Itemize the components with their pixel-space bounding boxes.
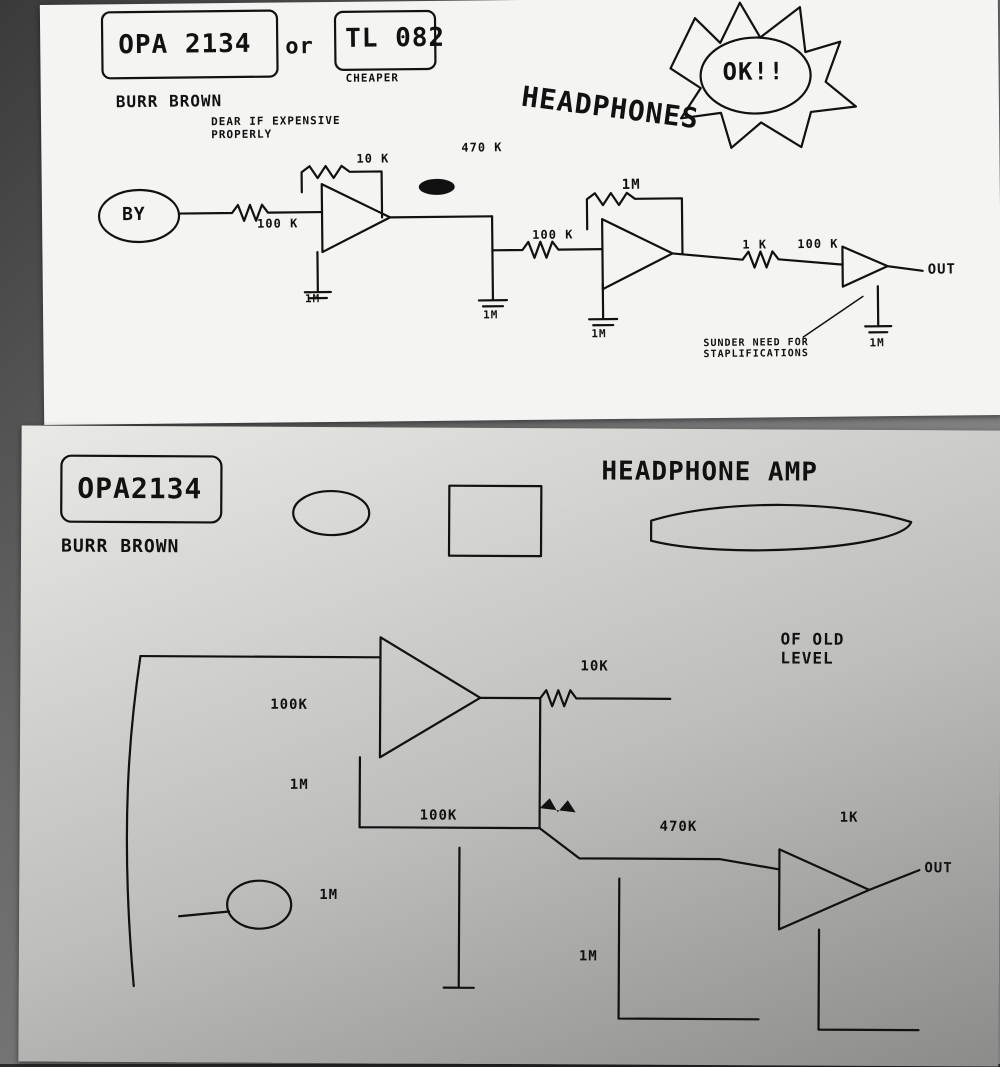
label-r3: 1M [289,776,309,793]
label-r2: 10 K [356,151,390,166]
label-burr: BURR BROWN [60,535,180,558]
opamp-1 [320,182,392,254]
feedback-resistor-2 [585,191,684,255]
label-note: SUNDER NEED FOR STAPLIFICATIONS [703,336,809,361]
tl-box [333,9,437,71]
opamp-1-out [388,215,494,219]
label-out: OUT [927,261,957,278]
top-paper-sheet: OPA 2134 or TL 082 CHEAPER BURR BROWN DE… [39,0,1000,426]
output-wire [868,869,921,891]
ok-starburst [669,1,858,149]
label-ok: OK!! [722,57,785,86]
lower-wire [617,877,760,1021]
label-cheaper: CHEAPER [345,71,400,85]
output-resistor [671,250,844,269]
label-r8: 1M [578,948,598,965]
label-r1: 100 K [257,216,299,231]
left-wire [125,654,142,988]
feedback-loop [358,697,542,830]
label-r5: 100K [419,807,458,824]
output-buffer [841,245,889,288]
capacitor-scribble [418,178,455,195]
top-schematic-drawing [97,1,924,338]
opa-box [60,454,223,524]
opamp-output [777,848,871,931]
label-r7: 1K [839,809,859,826]
opa-box [100,9,279,80]
top-wire [139,654,382,659]
input-resistor [177,203,324,223]
label-tl: TL 082 [345,22,446,54]
input-source-circle [97,188,181,244]
label-r2: 10K [580,658,609,675]
resistor-2 [490,215,604,259]
label-r4: 1M [621,176,641,193]
feedback-resistor-1 [300,164,384,219]
ground-2 [477,249,509,308]
label-r3: 100 K [532,227,574,242]
ok-oval [699,36,812,115]
label-r4: 1M [319,887,339,904]
bottom-wire [538,827,781,871]
source-wire [178,910,231,918]
output-resistor [479,689,672,708]
lower-wire-2 [817,928,920,1032]
label-dear: DEAR IF EXPENSIVE PROPERLY [210,113,341,142]
ground-main [442,846,475,989]
label-r9: 1M [483,308,499,322]
ground-1 [303,251,332,300]
label-r6: 100 K [797,236,839,252]
title-underline-box [649,503,913,552]
label-title: HEADPHONE AMP [601,456,819,488]
label-rating: OF OLD LEVEL [780,629,845,668]
label-r6: 470K [659,818,698,835]
label-burr: BURR BROWN [115,91,223,112]
bottom-paper-sheet: OPA2134 HEADPHONE AMP BURR BROWN OF OLD … [18,425,1000,1067]
opamp-main [378,636,482,759]
label-r1: 100K [270,696,308,713]
scribble-mark [539,798,576,813]
label-or: or [285,34,314,60]
chip-box [447,484,543,558]
label-r11: 1M [869,336,885,350]
label-r9: OUT [924,860,953,877]
label-r5: 1 K [742,237,768,252]
bottom-schematic-drawing [60,454,921,1032]
label-r7: 470 K [461,140,503,155]
note-arrow [802,295,864,338]
source-circle [226,879,293,930]
ground-3 [588,283,619,327]
label-r10: 1M [591,327,607,341]
ground-4 [864,285,893,334]
label-input: BY [121,203,146,226]
label-opa: OPA2134 [77,471,203,506]
opamp-2 [601,218,674,291]
cap-scribble [292,489,371,537]
label-opa: OPA 2134 [118,28,252,61]
label-r8: 1M [304,292,321,306]
output-wire [886,265,924,272]
